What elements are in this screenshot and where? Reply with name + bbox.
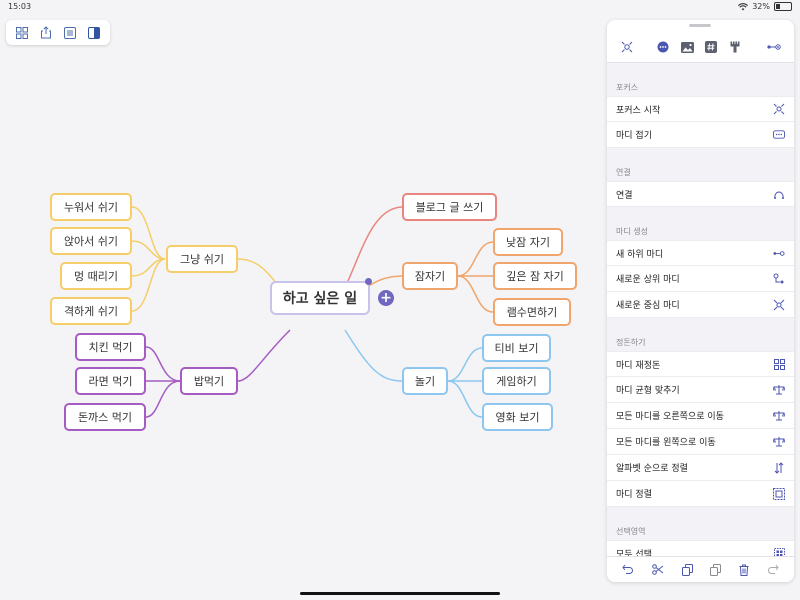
menu-item-center-node[interactable]: 새로운 중심 마디 xyxy=(607,292,794,318)
move-left-icon xyxy=(773,436,785,448)
share-icon[interactable] xyxy=(37,24,55,42)
panel-bottom-bar xyxy=(607,556,794,582)
menu-item-label: 마디 정렬 xyxy=(616,490,652,500)
menu-item-label: 연결 xyxy=(616,190,633,201)
balance-icon xyxy=(773,384,785,396)
node-sleep-child[interactable]: 램수면하기 xyxy=(493,298,571,326)
battery-icon xyxy=(774,2,792,11)
node-play-child[interactable]: 게임하기 xyxy=(482,367,551,395)
node-play[interactable]: 놀기 xyxy=(402,367,448,395)
panel-grabber[interactable] xyxy=(689,24,711,27)
canvas-toolbar xyxy=(6,20,110,45)
status-bar: 15:03 32% xyxy=(0,0,800,14)
focus-start-icon xyxy=(773,103,785,115)
menu-item-label: 마디 균형 맞추기 xyxy=(616,386,680,396)
brush-icon[interactable] xyxy=(726,38,744,56)
inspector-panel: 포커스 포커스 시작 마디 접기 연결 연결 마디 생성 새 하위 마디 새로운… xyxy=(607,20,794,582)
menu-item-connect[interactable]: 연결 xyxy=(607,181,794,207)
panel-menu[interactable]: 포커스 포커스 시작 마디 접기 연결 연결 마디 생성 새 하위 마디 새로운… xyxy=(607,62,794,556)
panel-tabs xyxy=(607,32,794,62)
node-rest-child[interactable]: 격하게 쉬기 xyxy=(50,297,132,325)
move-right-icon xyxy=(773,410,785,422)
node-meal-child[interactable]: 돈까스 먹기 xyxy=(64,403,146,431)
focus-icon[interactable] xyxy=(618,38,636,56)
node-meal[interactable]: 밥먹기 xyxy=(180,367,238,395)
menu-item-focus-start[interactable]: 포커스 시작 xyxy=(607,96,794,122)
menu-item-label: 알파벳 순으로 정렬 xyxy=(616,464,688,474)
menu-item-label: 새로운 상위 마디 xyxy=(616,275,680,285)
parent-node-icon xyxy=(773,273,785,285)
menu-item-parent-node[interactable]: 새로운 상위 마디 xyxy=(607,266,794,292)
image-icon[interactable] xyxy=(678,38,696,56)
sort-alpha-icon xyxy=(773,461,785,474)
menu-item-label: 모두 선택 xyxy=(616,549,652,557)
wifi-icon xyxy=(738,2,749,11)
menu-item-align[interactable]: 마디 정렬 xyxy=(607,481,794,507)
status-time: 15:03 xyxy=(8,2,32,11)
battery-level-fill xyxy=(776,4,781,9)
menu-item-label: 새 하위 마디 xyxy=(616,249,664,260)
select-all-icon xyxy=(773,547,785,556)
menu-item-sort-alpha[interactable]: 알파벳 순으로 정렬 xyxy=(607,455,794,481)
section-title-selection: 선택영역 xyxy=(616,527,646,536)
node-sleep[interactable]: 잠자기 xyxy=(402,262,458,290)
align-icon xyxy=(773,487,785,500)
node-rest[interactable]: 그냥 쉬기 xyxy=(166,245,238,273)
center-node-icon xyxy=(773,299,785,311)
node-meal-child[interactable]: 치킨 먹기 xyxy=(75,333,146,361)
menu-item-move-right[interactable]: 모든 마디를 오른쪽으로 이동 xyxy=(607,403,794,429)
redo-icon[interactable] xyxy=(767,564,779,575)
outline-icon[interactable] xyxy=(61,24,79,42)
cut-icon[interactable] xyxy=(651,564,664,575)
node-sleep-child[interactable]: 깊은 잠 자기 xyxy=(493,262,577,290)
delete-icon[interactable] xyxy=(739,564,749,576)
undo-icon[interactable] xyxy=(622,564,634,575)
child-node-icon xyxy=(773,247,785,259)
menu-item-rearrange[interactable]: 마디 재정돈 xyxy=(607,351,794,377)
menu-item-balance[interactable]: 마디 균형 맞추기 xyxy=(607,377,794,403)
more-icon[interactable] xyxy=(654,38,672,56)
paste-icon[interactable] xyxy=(710,563,722,576)
node-play-child[interactable]: 티비 보기 xyxy=(482,334,551,362)
collapse-icon xyxy=(773,129,785,141)
sidebar-icon[interactable] xyxy=(85,24,103,42)
copy-icon[interactable] xyxy=(681,563,693,576)
menu-item-label: 모든 마디를 왼쪽으로 이동 xyxy=(616,438,716,448)
menu-item-label: 새로운 중심 마디 xyxy=(616,301,680,311)
menu-item-child-node[interactable]: 새 하위 마디 xyxy=(607,240,794,266)
battery-percent: 32% xyxy=(752,2,770,11)
menu-item-collapse[interactable]: 마디 접기 xyxy=(607,122,794,148)
section-title-create: 마디 생성 xyxy=(616,227,648,236)
node-blog[interactable]: 블로그 글 쓰기 xyxy=(402,193,497,221)
root-node[interactable]: 하고 싶은 일 xyxy=(270,281,370,315)
connect-icon[interactable] xyxy=(765,38,783,56)
menu-item-label: 마디 재정돈 xyxy=(616,360,661,371)
menu-item-label: 포커스 시작 xyxy=(616,105,661,116)
menu-item-label: 모든 마디를 오른쪽으로 이동 xyxy=(616,412,724,422)
node-sleep-child[interactable]: 낮잠 자기 xyxy=(493,228,563,256)
node-meal-child[interactable]: 라면 먹기 xyxy=(75,367,146,395)
status-indicators: 32% xyxy=(738,2,792,11)
menu-item-select-all[interactable]: 모두 선택 xyxy=(607,540,794,556)
node-rest-child[interactable]: 앉아서 쉬기 xyxy=(50,227,132,255)
grid-icon[interactable] xyxy=(13,24,31,42)
home-indicator xyxy=(300,592,500,595)
node-rest-child[interactable]: 누워서 쉬기 xyxy=(50,193,132,221)
add-node-button[interactable]: + xyxy=(378,290,394,306)
node-rest-child[interactable]: 멍 때리기 xyxy=(60,262,132,290)
section-title-connect: 연결 xyxy=(616,168,631,177)
root-handle[interactable] xyxy=(365,278,372,285)
section-title-arrange: 정돈하기 xyxy=(616,338,646,347)
menu-item-label: 마디 접기 xyxy=(616,131,652,141)
link-curve-icon xyxy=(773,188,785,200)
menu-item-move-left[interactable]: 모든 마디를 왼쪽으로 이동 xyxy=(607,429,794,455)
section-title-focus: 포커스 xyxy=(616,83,639,92)
hashtag-icon[interactable] xyxy=(702,38,720,56)
rearrange-icon xyxy=(773,358,785,370)
node-play-child[interactable]: 영화 보기 xyxy=(482,403,553,431)
